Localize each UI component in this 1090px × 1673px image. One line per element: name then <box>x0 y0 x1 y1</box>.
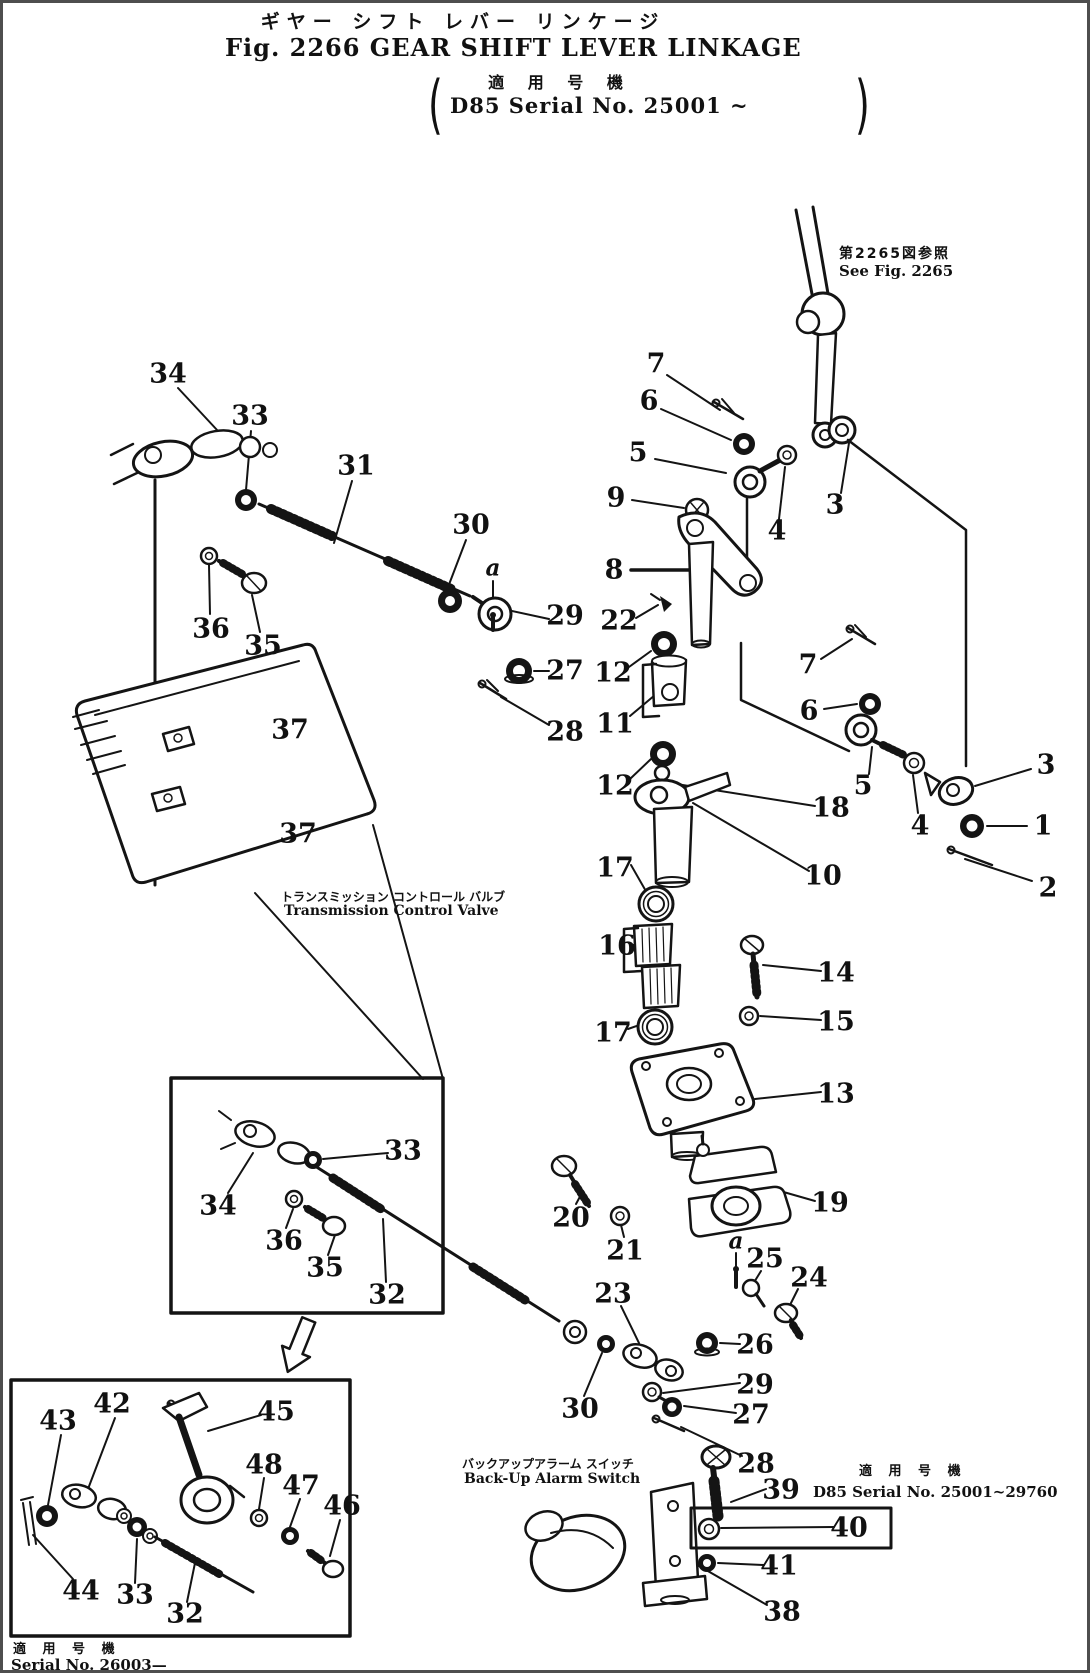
valve-body <box>72 642 444 1080</box>
part-callout-35: 35 <box>244 630 282 662</box>
part-callout-30: 30 <box>452 509 490 541</box>
part-callout-7: 7 <box>798 649 818 681</box>
part-callout-43: 43 <box>39 1405 77 1437</box>
part-callout-34: 34 <box>199 1190 237 1222</box>
part-callout-27: 27 <box>546 655 584 687</box>
yoke-clamp-cluster <box>550 1134 804 1433</box>
part-callout-a: a <box>485 554 501 582</box>
part-callout-6: 6 <box>639 385 659 417</box>
part-callout-44: 44 <box>62 1575 100 1607</box>
part-callout-13: 13 <box>817 1078 855 1110</box>
bearing-plate-stack <box>622 885 765 1161</box>
part-callout-6: 6 <box>799 695 819 727</box>
part-callout-12: 12 <box>594 657 632 689</box>
part-callout-19: 19 <box>811 1187 849 1219</box>
part-callout-24: 24 <box>790 1262 828 1294</box>
part-callout-1: 1 <box>1033 810 1053 842</box>
part-callout-3: 3 <box>1036 749 1056 781</box>
part-callout-15: 15 <box>817 1006 855 1038</box>
serial-paren-close: ) <box>855 67 870 142</box>
part-callout-5: 5 <box>628 437 648 469</box>
part-callout-29: 29 <box>546 600 584 632</box>
backup-switch-caption: Back-Up Alarm Switch <box>464 1471 641 1487</box>
part-callout-27: 27 <box>732 1399 770 1431</box>
part-callout-34: 34 <box>149 358 187 390</box>
part-callout-29: 29 <box>736 1369 774 1401</box>
footer-serial-label: Serial No. 26003— <box>11 1656 167 1673</box>
center-lever-assembly <box>633 495 851 888</box>
part-callout-20: 20 <box>552 1202 590 1234</box>
part-callout-5: 5 <box>853 770 873 802</box>
part-callout-8: 8 <box>604 554 624 586</box>
serial-paren-open: ( <box>428 67 443 142</box>
part-callout-32: 32 <box>368 1279 406 1311</box>
part-callout-41: 41 <box>760 1550 798 1582</box>
backup-alarm-switch <box>524 1444 893 1608</box>
part-callout-35: 35 <box>306 1252 344 1284</box>
backup-switch-caption-jp: バックアップアラーム スイッチ <box>462 1457 634 1471</box>
part-callout-17: 17 <box>596 852 634 884</box>
inset-box-bottom-left <box>9 1378 352 1638</box>
part-callout-28: 28 <box>546 716 584 748</box>
valve-caption-jp: トランスミッション コントロール バルブ <box>281 890 506 904</box>
diagram-artwork <box>9 205 1033 1638</box>
figure-title-japanese: ギヤー シフト レバー リンケージ <box>260 11 666 33</box>
left-bellcrank-rod <box>109 429 534 887</box>
right-joint-chain <box>844 624 994 867</box>
serial-range-note: D85 Serial No. 25001~29760 <box>813 1483 1058 1501</box>
part-callout-38: 38 <box>763 1596 801 1628</box>
part-callout-9: 9 <box>606 482 626 514</box>
see-fig-note: See Fig. 2265 <box>839 262 954 280</box>
part-callout-22: 22 <box>600 605 638 637</box>
valve-caption: Transmission Control Valve <box>284 903 499 919</box>
part-callout-32: 32 <box>166 1598 204 1630</box>
part-callout-47: 47 <box>282 1470 320 1502</box>
part-callout-4: 4 <box>910 810 930 842</box>
part-callout-30: 30 <box>561 1393 599 1425</box>
part-callout-25: 25 <box>746 1243 784 1275</box>
part-callout-23: 23 <box>594 1278 632 1310</box>
upper-joint-chain <box>711 398 968 768</box>
part-callout-17: 17 <box>594 1017 632 1049</box>
gear-shift-lever <box>794 205 846 449</box>
part-callout-39: 39 <box>762 1474 800 1506</box>
serial-range-note-jp: 適 用 号 機 <box>859 1464 967 1479</box>
part-callout-37: 37 <box>279 818 317 850</box>
part-callout-33: 33 <box>116 1579 154 1611</box>
part-callout-28: 28 <box>737 1448 775 1480</box>
see-fig-note-jp: 第2265図参照 <box>839 246 950 262</box>
applicable-machines-label-jp: 適 用 号 機 <box>488 73 632 92</box>
part-callout-2: 2 <box>1038 872 1058 904</box>
part-callout-10: 10 <box>804 860 842 892</box>
inset-box-middle <box>169 1076 561 1374</box>
part-callout-42: 42 <box>93 1388 131 1420</box>
footer-serial-label-jp: 適 用 号 機 <box>13 1642 121 1657</box>
part-callout-36: 36 <box>265 1225 303 1257</box>
part-callout-33: 33 <box>231 400 269 432</box>
part-callout-3: 3 <box>825 489 845 521</box>
part-callout-40: 40 <box>830 1512 868 1544</box>
part-callout-48: 48 <box>245 1449 283 1481</box>
part-callout-26: 26 <box>736 1329 774 1361</box>
part-callout-31: 31 <box>337 450 375 482</box>
part-callout-21: 21 <box>606 1235 644 1267</box>
part-callout-45: 45 <box>257 1396 295 1428</box>
part-callout-4: 4 <box>767 515 787 547</box>
applicable-serial-range: D85 Serial No. 25001 ~ <box>450 93 749 118</box>
part-callout-37: 37 <box>271 714 309 746</box>
part-callout-36: 36 <box>192 613 230 645</box>
part-callout-12: 12 <box>596 770 634 802</box>
part-callout-18: 18 <box>812 792 850 824</box>
part-callout-14: 14 <box>817 957 855 989</box>
part-callout-16: 16 <box>598 930 636 962</box>
part-callout-11: 11 <box>596 708 634 740</box>
part-callout-a: a <box>728 1227 744 1255</box>
part-callout-33: 33 <box>384 1135 422 1167</box>
part-callout-7: 7 <box>646 348 666 380</box>
figure-title: Fig. 2266 GEAR SHIFT LEVER LINKAGE <box>225 33 802 62</box>
part-callout-46: 46 <box>323 1490 361 1522</box>
